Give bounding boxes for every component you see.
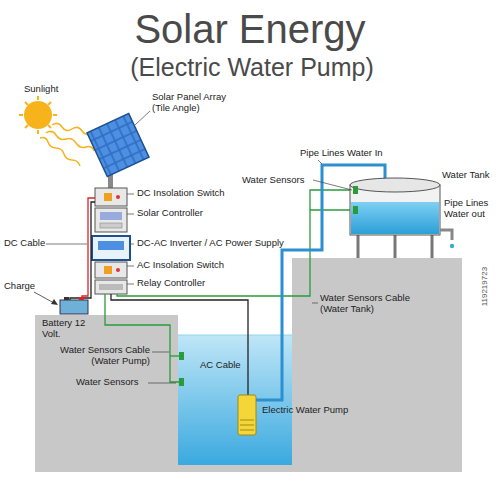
charge-label: Charge: [4, 281, 44, 292]
tank-label: Water Tank: [442, 170, 498, 181]
electric-pump: [238, 395, 256, 435]
pump-label: Electric Water Pump: [262, 405, 362, 416]
cable-label: Water Sensors Cable (Water Pump): [30, 345, 150, 367]
device-stack: [92, 188, 130, 294]
solar-panel: [87, 114, 149, 177]
battery: [60, 300, 88, 314]
sunlight-waves: [40, 123, 94, 166]
relay-label: Relay Controller: [137, 278, 257, 289]
pipe-label: Pipe Lines Water In: [300, 148, 420, 159]
sun: [24, 101, 52, 129]
cable-label: AC Cable: [200, 360, 246, 371]
pump-sensor-cable: [105, 294, 180, 382]
cable-label: DC Cable: [4, 238, 48, 249]
panel-label: Solar Panel Array (Tile Angle): [152, 92, 242, 114]
tank-sensor-cable: [117, 190, 352, 296]
sun-label: Sunlight: [24, 84, 74, 95]
switch-label: DC Insolation Switch: [137, 188, 277, 199]
sun-rays: [19, 96, 57, 134]
inverter-label: DC-AC Inverter / AC Power Supply: [137, 238, 307, 249]
cable-label: Water Sensors Cable (Water Tank): [320, 293, 440, 315]
faucet: [440, 230, 452, 240]
switch-label: AC Insolation Switch: [137, 260, 277, 271]
sensor-label: Water Sensors: [76, 377, 146, 388]
tank-stand: [358, 235, 432, 258]
battery-label: Battery 12 Volt.: [42, 318, 97, 340]
title: Solar Energy: [0, 6, 500, 52]
subtitle: (Electric Water Pump): [2, 52, 500, 82]
watermark-number: 119219723: [480, 257, 489, 317]
sensor-label: Water Sensors: [242, 175, 312, 186]
controller-label: Solar Controller: [137, 208, 257, 219]
pipe-label: Pipe Lines Water out: [444, 198, 498, 220]
